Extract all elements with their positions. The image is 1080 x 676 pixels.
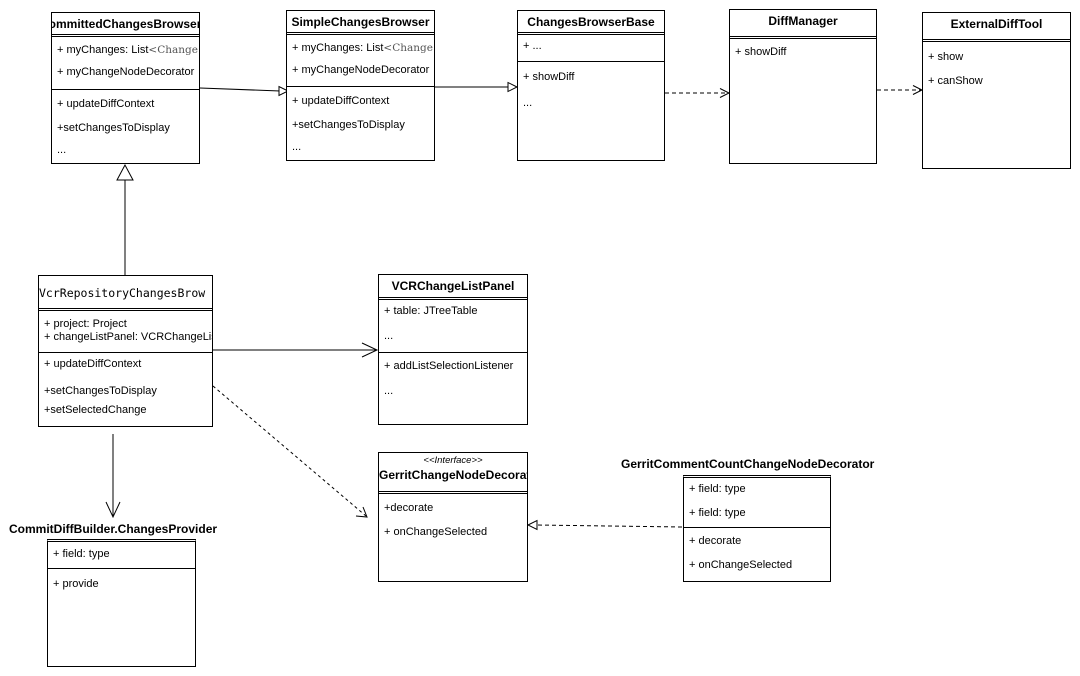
class-header: ChangesBrowserBase bbox=[518, 11, 664, 35]
attribute-row: + ... bbox=[523, 40, 542, 52]
operation-row: + updateDiffContext bbox=[57, 98, 155, 110]
edge-vcrrepo-to-gerritdec bbox=[212, 385, 368, 518]
stereotype-label: <<Interface>> bbox=[423, 455, 483, 466]
attribute-row: + changeListPanel: VCRChangeLis bbox=[44, 331, 213, 343]
class-name: GerritChangeNodeDecorator bbox=[379, 468, 528, 482]
operation-row: ... bbox=[292, 141, 302, 153]
edge-vcrrepo-to-vcrpanel bbox=[213, 342, 379, 358]
attribute-row: + myChanges: List<Change bbox=[57, 44, 198, 56]
class-header: VcrRepositoryChangesBrow bbox=[39, 276, 212, 311]
class-header: SimpleChangesBrowser bbox=[287, 11, 434, 35]
edge-diffmanager-to-exttool bbox=[877, 85, 924, 95]
class-commit-diff-builder-changes-provider[interactable]: + field: type + provide bbox=[47, 539, 196, 667]
interface-gerrit-change-node-decorator[interactable]: <<Interface>> GerritChangeNodeDecorator … bbox=[378, 452, 528, 582]
attribute-row: + field: type bbox=[689, 507, 746, 519]
operation-row: + showDiff bbox=[523, 71, 575, 83]
class-header: CommittedChangesBrowser bbox=[52, 13, 199, 37]
edge-committed-to-simple bbox=[199, 85, 290, 97]
operation-row: + canShow bbox=[928, 75, 983, 87]
operation-row: + addListSelectionListener bbox=[384, 360, 514, 372]
operations-section: + updateDiffContext +setChangesToDisplay… bbox=[52, 90, 199, 156]
attribute-row: + table: JTreeTable bbox=[384, 305, 478, 317]
operations-section: + showDiff ... bbox=[518, 62, 664, 110]
attribute-row: + myChangeNodeDecorator bbox=[57, 66, 195, 78]
operation-row: +setChangesToDisplay bbox=[57, 122, 170, 134]
class-name: ChangesBrowserBase bbox=[527, 15, 655, 29]
operations-section: + updateDiffContext +setChangesToDisplay… bbox=[39, 353, 212, 417]
operations-section: + addListSelectionListener ... bbox=[379, 353, 527, 398]
operation-row: +decorate bbox=[384, 502, 434, 514]
class-title-changes-provider: CommitDiffBuilder.ChangesProvider bbox=[9, 522, 218, 536]
class-name: DiffManager bbox=[768, 14, 838, 28]
attributes-section: + table: JTreeTable ... bbox=[379, 300, 527, 353]
class-diff-manager[interactable]: DiffManager + showDiff bbox=[729, 9, 877, 164]
operation-row: +setChangesToDisplay bbox=[44, 385, 157, 397]
operation-row: +setChangesToDisplay bbox=[292, 119, 405, 131]
operations-section: + showDiff bbox=[730, 39, 876, 59]
class-name: VcrRepositoryChangesBrow bbox=[39, 286, 206, 300]
operation-row: + provide bbox=[53, 578, 99, 590]
edge-vcrrepo-to-provider bbox=[105, 434, 121, 519]
operation-row: + onChangeSelected bbox=[689, 559, 793, 571]
class-external-diff-tool[interactable]: ExternalDiffTool + show + canShow bbox=[922, 12, 1071, 169]
attribute-row: + myChanges: List<Change bbox=[292, 42, 433, 54]
operation-row: ... bbox=[57, 144, 67, 156]
operation-row: + decorate bbox=[689, 535, 742, 547]
class-vcr-repository-changes-browser[interactable]: VcrRepositoryChangesBrow + project: Proj… bbox=[38, 275, 213, 427]
operation-row: + updateDiffContext bbox=[292, 95, 390, 107]
class-name: SimpleChangesBrowser bbox=[291, 15, 430, 29]
class-title-gerrit-comment-count: GerritCommentCountChangeNodeDecorator bbox=[621, 457, 875, 471]
edge-vcrrepo-to-committed bbox=[116, 163, 134, 275]
operation-row: ... bbox=[523, 97, 533, 109]
operations-section: + provide bbox=[48, 569, 195, 591]
attribute-row: + field: type bbox=[689, 483, 746, 495]
class-header: DiffManager bbox=[730, 10, 876, 39]
operation-row: +setSelectedChange bbox=[44, 404, 147, 416]
attributes-section: + myChanges: List<Change + myChangeNodeD… bbox=[52, 37, 199, 90]
class-name: ExternalDiffTool bbox=[950, 17, 1043, 31]
class-vcr-change-list-panel[interactable]: VCRChangeListPanel + table: JTreeTable .… bbox=[378, 274, 528, 425]
operation-row: ... bbox=[384, 385, 394, 397]
class-header: ExternalDiffTool bbox=[923, 13, 1070, 42]
attributes-section: + myChanges: List<Change + myChangeNodeD… bbox=[287, 35, 434, 87]
edge-gerritcount-to-gerritdec bbox=[526, 519, 683, 531]
class-simple-changes-browser[interactable]: SimpleChangesBrowser + myChanges: List<C… bbox=[286, 10, 435, 161]
attribute-row: + myChangeNodeDecorator bbox=[292, 64, 430, 76]
attributes-section: + project: Project + changeListPanel: VC… bbox=[39, 311, 212, 353]
class-gerrit-comment-count-decorator[interactable]: + field: type + field: type + decorate +… bbox=[683, 475, 831, 582]
class-name: CommittedChangesBrowser bbox=[51, 17, 200, 31]
operation-row: + onChangeSelected bbox=[384, 526, 488, 538]
attributes-section: + field: type + field: type bbox=[684, 478, 830, 528]
class-header: VCRChangeListPanel bbox=[379, 275, 527, 300]
attribute-row: + field: type bbox=[53, 548, 110, 560]
operations-section: + decorate + onChangeSelected bbox=[684, 528, 830, 572]
attributes-section: + ... bbox=[518, 35, 664, 62]
edge-simple-to-base bbox=[435, 81, 519, 93]
operation-row: + updateDiffContext bbox=[44, 358, 142, 370]
operations-section: + show + canShow bbox=[923, 42, 1070, 88]
attribute-row: ... bbox=[384, 330, 394, 342]
operations-section: +decorate + onChangeSelected bbox=[379, 494, 527, 539]
class-committed-changes-browser[interactable]: CommittedChangesBrowser + myChanges: Lis… bbox=[51, 12, 200, 164]
attributes-section: + field: type bbox=[48, 542, 195, 569]
operation-row: + showDiff bbox=[735, 46, 787, 58]
operations-section: + updateDiffContext +setChangesToDisplay… bbox=[287, 87, 434, 153]
class-changes-browser-base[interactable]: ChangesBrowserBase + ... + showDiff ... bbox=[517, 10, 665, 161]
class-header: <<Interface>> GerritChangeNodeDecorator bbox=[379, 453, 527, 494]
operation-row: + show bbox=[928, 51, 964, 63]
attribute-row: + project: Project bbox=[44, 318, 127, 330]
edge-base-to-diffmanager bbox=[665, 88, 731, 98]
class-name: VCRChangeListPanel bbox=[391, 279, 515, 293]
